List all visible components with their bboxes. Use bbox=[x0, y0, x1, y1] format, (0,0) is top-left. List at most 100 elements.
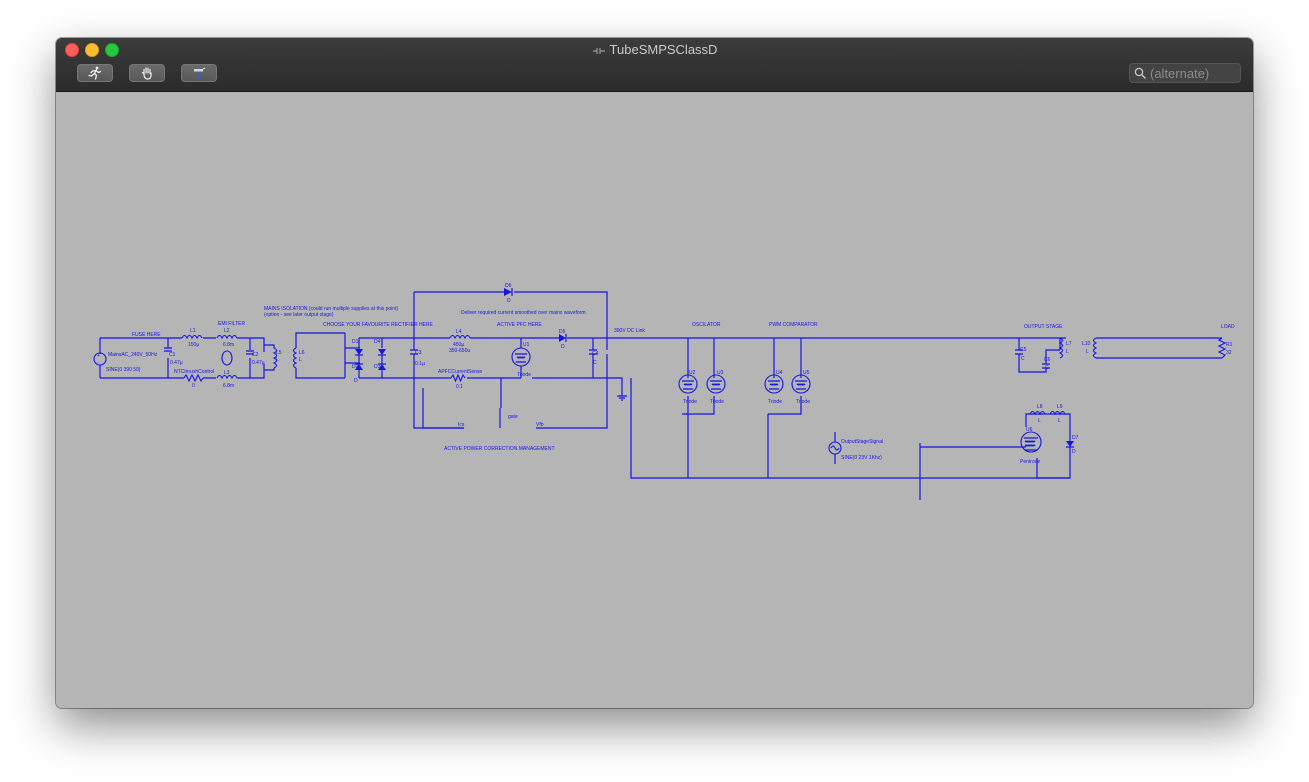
u6-label: U6 bbox=[1026, 427, 1033, 433]
ntc-value: 0 bbox=[192, 383, 195, 389]
search-input[interactable] bbox=[1150, 64, 1238, 82]
capacitor-c1[interactable] bbox=[164, 347, 172, 352]
diode-d5[interactable] bbox=[559, 334, 567, 342]
capacitor-c5[interactable] bbox=[1015, 349, 1023, 355]
diode-d7[interactable] bbox=[1066, 427, 1074, 452]
load-wiring bbox=[1096, 337, 1222, 359]
close-window-button[interactable] bbox=[65, 43, 79, 57]
capacitor-c3[interactable] bbox=[410, 349, 418, 355]
l5-value: L bbox=[276, 357, 279, 363]
l9-value: L bbox=[1058, 418, 1061, 424]
inductor-l8[interactable] bbox=[1029, 410, 1046, 416]
l4-range: 350-650u bbox=[449, 348, 470, 354]
l2-value: 6.8m bbox=[223, 342, 234, 348]
transformer-l5-l6[interactable] bbox=[264, 332, 345, 379]
tube-u4[interactable] bbox=[764, 374, 784, 394]
d7-value: D bbox=[1072, 449, 1076, 455]
apfc-sense-label: APFCCurrentSense bbox=[438, 369, 482, 375]
c4-label: C4 bbox=[592, 351, 599, 357]
capacitor-c6[interactable] bbox=[1042, 349, 1060, 369]
svg-text:+: + bbox=[97, 353, 100, 359]
capacitor-c2[interactable] bbox=[246, 350, 254, 355]
search-box[interactable] bbox=[1129, 63, 1241, 83]
d5-value: D bbox=[561, 344, 565, 350]
inductor-l9[interactable] bbox=[1049, 410, 1066, 416]
resistor-r1[interactable] bbox=[1217, 337, 1227, 359]
resistor-ntc[interactable] bbox=[183, 373, 204, 383]
c5-label: C5 bbox=[1020, 347, 1027, 353]
dc-link-label: 390V DC Link bbox=[614, 328, 645, 334]
inductor-l1[interactable] bbox=[181, 334, 203, 340]
net-ics-label: Ics bbox=[458, 422, 465, 428]
zoom-window-button[interactable] bbox=[105, 43, 119, 57]
net-vfb-label: Vfb bbox=[536, 422, 544, 428]
search-icon bbox=[1134, 67, 1146, 79]
c1-value: 0.47µ bbox=[170, 360, 183, 366]
inductor-l2[interactable] bbox=[216, 334, 238, 340]
l3-value: 6.8m bbox=[223, 383, 234, 389]
r1-value: 32 bbox=[1226, 350, 1232, 356]
oscillator-wiring bbox=[682, 338, 715, 478]
d4-label: D4 bbox=[374, 339, 381, 345]
u3-label: U3 bbox=[717, 370, 724, 376]
resistor-apfc-sense[interactable] bbox=[450, 373, 466, 383]
l4-value: 450µ bbox=[453, 342, 464, 348]
l5-label: L5 bbox=[276, 350, 282, 356]
l7-value: L bbox=[1066, 349, 1069, 355]
net-gate-label: gate bbox=[508, 414, 518, 420]
c4-value: C bbox=[593, 360, 597, 366]
rectifier-section-label: CHOOSE YOUR FAVOURITE RECTIFIER HERE bbox=[323, 322, 433, 328]
u5-type: Triode bbox=[796, 399, 810, 405]
u3-type: Triode bbox=[710, 399, 724, 405]
bridge-rectifier[interactable] bbox=[344, 333, 414, 379]
probe-tool-button[interactable] bbox=[181, 64, 217, 82]
schematic-canvas[interactable]: + - MainsAC_240V_50Hz SINE(0 390 50) FUS… bbox=[56, 92, 1253, 708]
tube-u1[interactable] bbox=[500, 337, 531, 408]
c2-value: 0.47µ bbox=[252, 360, 265, 366]
diode-d6-path bbox=[414, 291, 608, 338]
d5-label: D5 bbox=[559, 329, 566, 335]
u2-label: U2 bbox=[689, 370, 696, 376]
d2-label: D2 bbox=[352, 364, 359, 370]
common-mode-core bbox=[221, 350, 233, 366]
l8-label: L8 bbox=[1037, 404, 1043, 410]
inductor-l4[interactable] bbox=[449, 334, 471, 340]
tube-u5[interactable] bbox=[791, 374, 811, 394]
schematic-drawing[interactable]: + - MainsAC_240V_50Hz SINE(0 390 50) FUS… bbox=[56, 92, 1253, 708]
rectifier-diode-value: D bbox=[354, 378, 358, 384]
u5-label: U5 bbox=[803, 370, 810, 376]
inductor-l3[interactable] bbox=[216, 374, 238, 380]
mains-source-symbol[interactable]: + - bbox=[93, 352, 107, 366]
minimize-window-button[interactable] bbox=[85, 43, 99, 57]
tube-u6-pentode[interactable] bbox=[1020, 431, 1042, 453]
c1-label: C1 bbox=[169, 352, 176, 358]
c5-value: C bbox=[1021, 356, 1025, 362]
wire-dc-return bbox=[630, 378, 1070, 479]
tube-u3[interactable] bbox=[706, 374, 726, 394]
tube-u2[interactable] bbox=[678, 374, 698, 394]
halt-button[interactable] bbox=[129, 64, 165, 82]
u4-type: Triode bbox=[768, 399, 782, 405]
u6-type: Pentrode bbox=[1020, 459, 1041, 465]
wires-mains-emi bbox=[99, 337, 265, 379]
l4-label: L4 bbox=[456, 329, 462, 335]
hand-icon bbox=[141, 67, 152, 80]
title-bar: TubeSMPSClassD bbox=[56, 38, 1253, 92]
d6-value: D bbox=[507, 298, 511, 304]
c3-label: C3 bbox=[415, 350, 422, 356]
c6-value: C bbox=[1045, 365, 1049, 371]
fuse-section-label: FUSE HERE bbox=[132, 332, 161, 338]
apfc-sense-value: 0.1 bbox=[456, 384, 463, 390]
inductor-l10[interactable] bbox=[1092, 337, 1098, 359]
run-simulation-button[interactable] bbox=[77, 64, 113, 82]
r1-label: R1 bbox=[1226, 342, 1233, 348]
output-stage-wiring bbox=[920, 338, 1071, 479]
output-signal-source[interactable] bbox=[828, 432, 842, 464]
isolation-option-label: (option - see later output stage) bbox=[264, 312, 334, 318]
capacitor-c4[interactable] bbox=[589, 338, 597, 378]
l8-value: L bbox=[1038, 418, 1041, 424]
pwm-wiring bbox=[767, 338, 921, 500]
diode-d6[interactable] bbox=[504, 288, 513, 296]
inductor-l7[interactable] bbox=[1058, 337, 1064, 359]
pwm-section-label: PWM COMPARATOR bbox=[769, 322, 818, 328]
